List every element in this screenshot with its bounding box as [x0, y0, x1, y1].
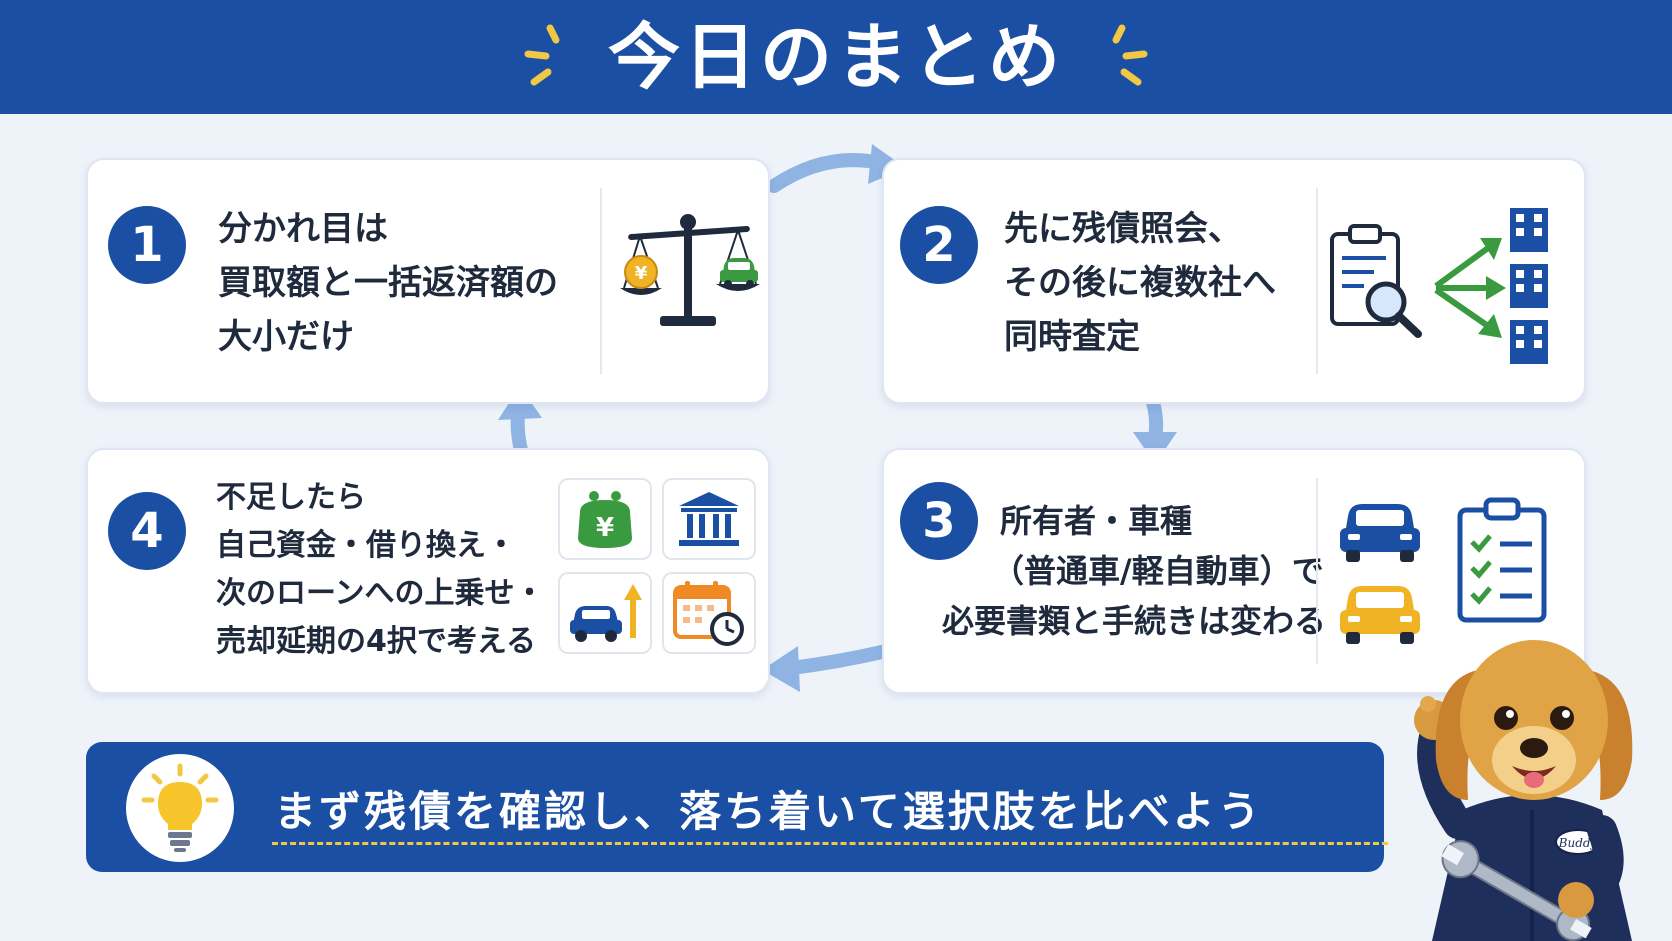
step-number-badge: 1	[108, 206, 186, 284]
yen-coin-icon: ¥	[624, 255, 658, 289]
step-number-badge: 4	[108, 492, 186, 570]
wallet-yen-icon: ¥	[578, 491, 632, 548]
car-icon	[1340, 586, 1420, 644]
icon-tile	[662, 572, 756, 654]
mascot-badge: Buddy	[1558, 836, 1598, 850]
dog-mascot-icon: Buddy	[1414, 640, 1633, 941]
sparkle-right-icon	[1112, 24, 1148, 86]
svg-text:¥: ¥	[596, 513, 614, 543]
calendar-clock-icon	[673, 581, 744, 646]
step-card-3: 3 所有者・車種 （普通車/軽自動車）で 必要書類と手続きは変わる	[882, 448, 1586, 694]
step-description: 不足したら 自己資金・借り換え・ 次のローンへの上乗せ・ 売却延期の4択で考える	[216, 480, 545, 659]
step-card-1: 1 分かれ目は 買取額と一括返済額の 大小だけ ¥	[86, 158, 770, 404]
summary-banner: まず残債を確認し、落ち着いて選択肢を比べよう	[86, 742, 1388, 872]
lightbulb-icon	[141, 763, 219, 852]
arrows-icon	[1434, 238, 1506, 338]
card-divider	[1316, 478, 1318, 664]
svg-text:¥: ¥	[635, 263, 648, 284]
car-icon	[1340, 504, 1420, 562]
car-icon	[720, 258, 758, 288]
step-number-badge: 3	[900, 482, 978, 560]
scale-icon: ¥	[620, 214, 760, 326]
icon-tile	[558, 572, 652, 654]
step-description: 先に残債照会、 その後に複数社へ 同時査定	[1004, 209, 1276, 357]
flow-arrow-3-to-4	[762, 645, 888, 692]
step-card-2: 2 先に残債照会、 その後に複数社へ 同時査定	[882, 158, 1586, 404]
step-description: 分かれ目は 買取額と一括返済額の 大小だけ	[218, 209, 558, 357]
checklist-icon	[1457, 497, 1547, 623]
clipboard-search-icon	[1330, 224, 1422, 338]
building-icon	[1510, 208, 1548, 364]
car-upgrade-icon	[570, 584, 642, 642]
header-bar: 今日のまとめ	[0, 0, 1672, 114]
page-title: 今日のまとめ	[607, 15, 1064, 99]
step-card-4: 4 不足したら 自己資金・借り換え・ 次のローンへの上乗せ・ 売却延期の4択で考…	[86, 448, 770, 694]
banner-underline	[272, 842, 1388, 845]
icon-tile	[662, 478, 756, 560]
step-number-badge: 2	[900, 206, 978, 284]
card-divider	[1316, 188, 1318, 374]
card-divider	[600, 188, 602, 374]
step-description: 所有者・車種 （普通車/軽自動車）で 必要書類と手続きは変わる	[942, 502, 1327, 640]
banner-text: まず残債を確認し、落ち着いて選択肢を比べよう	[274, 787, 1263, 836]
bank-icon	[679, 492, 739, 546]
icon-tile: ¥	[558, 478, 652, 560]
lightbulb-badge	[126, 754, 234, 862]
sparkle-left-icon	[524, 24, 560, 86]
